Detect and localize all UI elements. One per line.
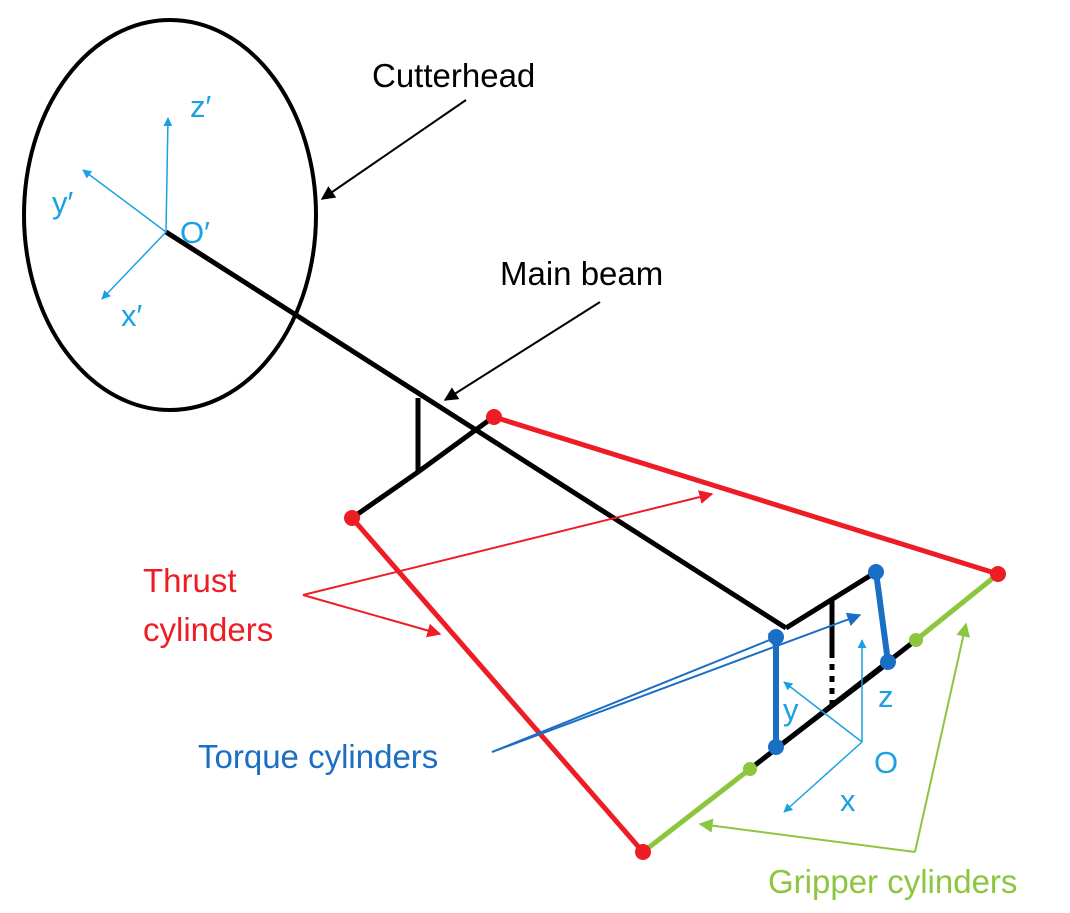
thrust-cylinder-lower: [350, 516, 645, 854]
torque-cylinders: [773, 571, 891, 747]
origin-label: O: [874, 745, 898, 780]
thrust-label-line1: Thrust: [143, 562, 237, 599]
main-beam-callout-arrow: [443, 301, 601, 401]
z-prime-label: z′: [190, 89, 212, 124]
x-label: x: [840, 783, 856, 818]
main-beam-label: Main beam: [500, 255, 663, 292]
torque-cylinder-right: [873, 571, 891, 663]
y-axis: [783, 681, 863, 743]
y-label: y: [783, 692, 799, 727]
thrust-cylinders: [350, 414, 999, 854]
gripper-bar-right: [914, 572, 1000, 642]
thrust-joints: [344, 409, 1006, 860]
thrust-label-line2: cylinders: [143, 611, 273, 648]
thrust-callout-arrows: [302, 490, 714, 638]
y-prime-label: y′: [52, 185, 74, 220]
torque-callout-arrows: [491, 612, 862, 753]
gripper-joints: [743, 633, 923, 776]
y-prime-axis: [82, 169, 167, 233]
x-axis: [783, 741, 863, 813]
z-prime-axis: [163, 117, 173, 233]
x-prime-axis: [101, 231, 167, 300]
front-support-frame: [350, 398, 494, 521]
cutterhead-disc: [22, 18, 318, 412]
thrust-cylinder-upper: [493, 414, 999, 577]
x-prime-label: x′: [121, 298, 143, 333]
torque-label: Torque cylinders: [198, 738, 438, 775]
gripper-bar-left: [641, 767, 752, 854]
gripper-label: Gripper cylinders: [768, 863, 1017, 900]
gripper-callout-arrows: [698, 622, 971, 853]
cutterhead-label: Cutterhead: [372, 57, 535, 94]
cutterhead-frame-axes: [82, 117, 173, 300]
body-frame-axes: [783, 639, 867, 813]
cutterhead-callout-arrow: [320, 99, 467, 200]
origin-prime-label: O′: [180, 215, 210, 250]
z-label: z: [878, 679, 894, 714]
